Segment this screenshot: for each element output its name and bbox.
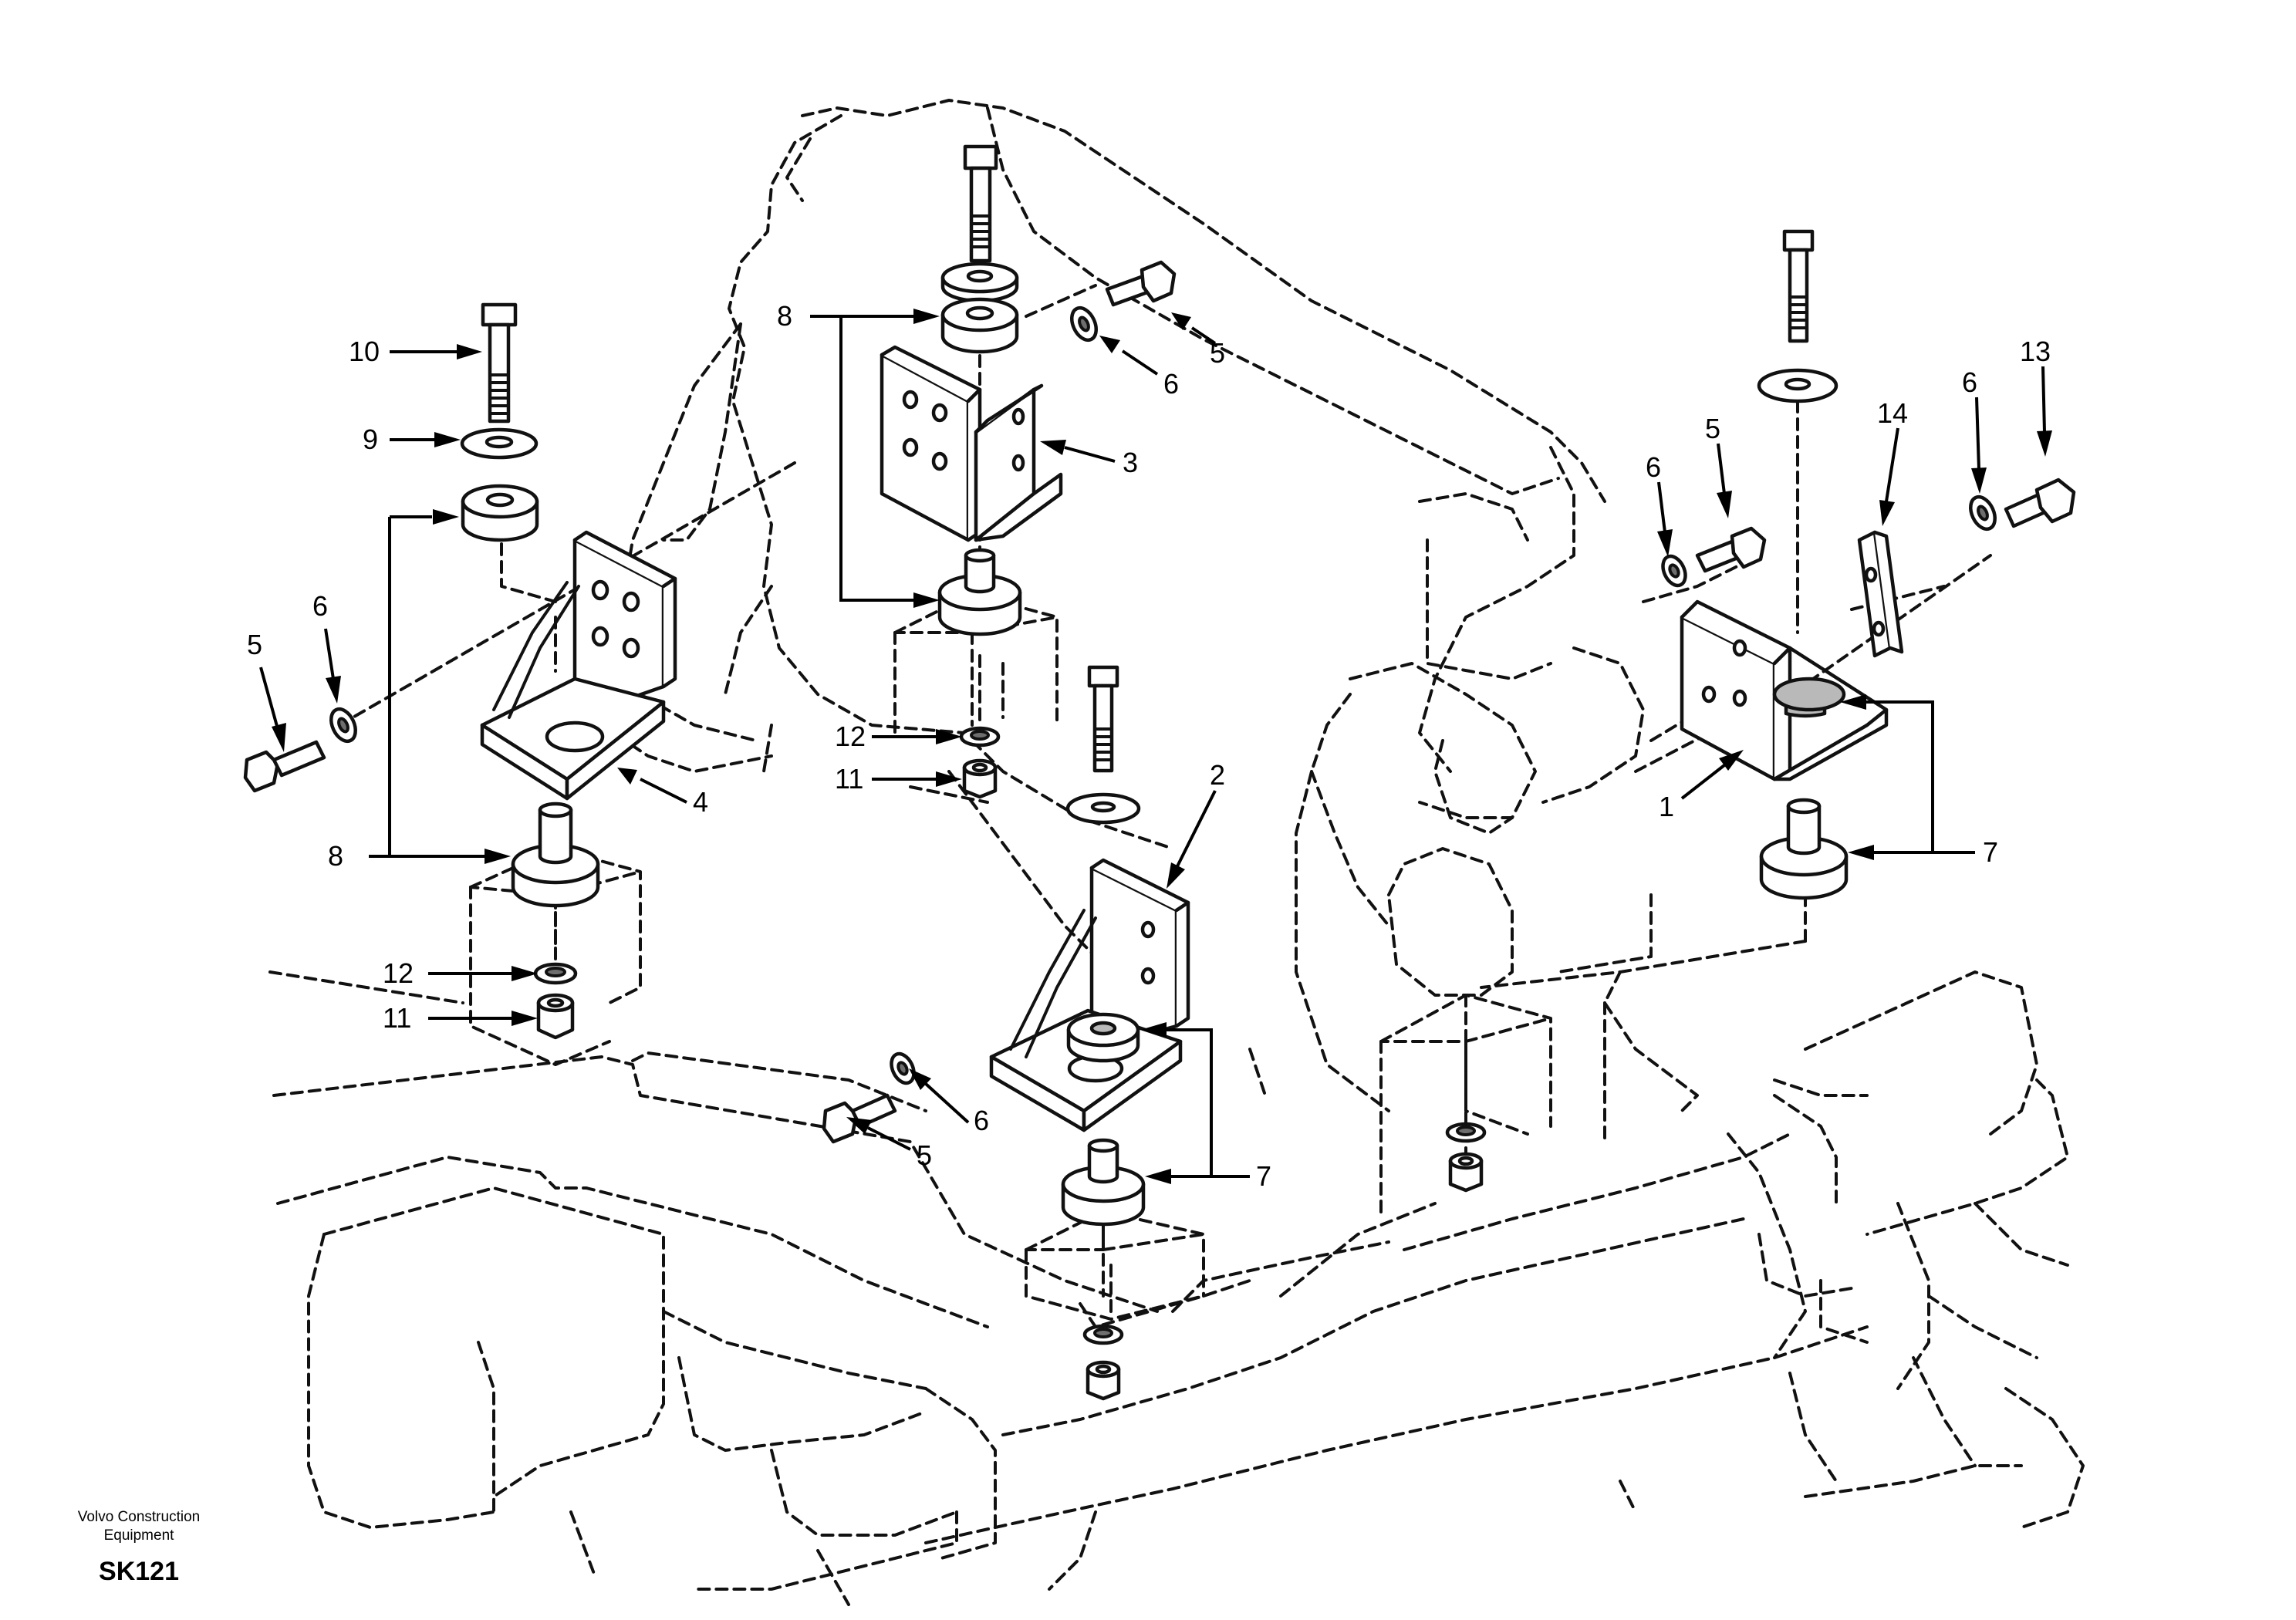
callout-10: 10 bbox=[349, 336, 380, 367]
plate-14 bbox=[1857, 530, 1904, 658]
nut-11-left bbox=[536, 993, 575, 1040]
callout-11-top: 11 bbox=[835, 763, 863, 795]
nut-11-top bbox=[962, 758, 998, 799]
rubber-mount-7-center-upper bbox=[1066, 1012, 1140, 1063]
nut-11-right bbox=[1448, 1152, 1484, 1193]
callout-3: 3 bbox=[1123, 447, 1138, 478]
callout-6-center: 6 bbox=[974, 1105, 989, 1136]
callout-8-top: 8 bbox=[777, 300, 792, 332]
engine-outline bbox=[616, 99, 1807, 1136]
leader-lines bbox=[259, 309, 2052, 1184]
washer-12-center bbox=[1082, 1324, 1124, 1345]
nut-11-center bbox=[1086, 1360, 1121, 1401]
callout-5-top: 5 bbox=[1210, 337, 1225, 369]
drawing-code: SK121 bbox=[99, 1557, 179, 1586]
left-mount-assembly bbox=[243, 302, 677, 1040]
right-mount-assembly bbox=[1445, 229, 2076, 1193]
bolt-5-left bbox=[243, 740, 326, 793]
rubber-mount-7-right-upper bbox=[1772, 677, 1846, 718]
bolt-5-right bbox=[1695, 526, 1767, 573]
washer-6-right-a bbox=[1661, 554, 1687, 588]
rubber-mount-7-right-lower bbox=[1759, 798, 1849, 900]
washer-center bbox=[1065, 792, 1141, 825]
bracket-2 bbox=[989, 858, 1190, 1132]
callout-2: 2 bbox=[1210, 759, 1225, 791]
callout-6-top: 6 bbox=[1163, 368, 1179, 400]
washer-6-center bbox=[890, 1051, 916, 1085]
washer-12-top bbox=[959, 726, 1001, 748]
washer-top bbox=[940, 262, 1019, 303]
bolt-5-top bbox=[1105, 260, 1177, 307]
chassis-frame-outline bbox=[272, 970, 2085, 1606]
washer-6-top bbox=[1070, 305, 1098, 343]
callout-6-right-b: 6 bbox=[1962, 366, 1977, 398]
center-mount-assembly bbox=[822, 665, 1190, 1401]
bolt-right bbox=[1782, 229, 1815, 343]
callout-11-left: 11 bbox=[383, 1002, 411, 1034]
callout-14: 14 bbox=[1877, 397, 1908, 429]
callout-labels: 10 9 5 6 4 8 12 11 8 5 6 3 12 11 2 7 5 6… bbox=[247, 300, 2051, 1192]
washer-12-left bbox=[533, 962, 578, 985]
callout-5-center: 5 bbox=[917, 1139, 932, 1171]
washer-right bbox=[1757, 368, 1838, 403]
callout-7-right: 7 bbox=[1983, 836, 1998, 868]
bolt-10 bbox=[481, 302, 518, 424]
washer-6-left bbox=[329, 707, 357, 744]
bolt-top bbox=[963, 144, 998, 263]
brand-line-1: Volvo Construction bbox=[78, 1509, 200, 1525]
callout-12-left: 12 bbox=[383, 957, 414, 989]
bolt-13 bbox=[2004, 478, 2076, 528]
callout-1: 1 bbox=[1659, 791, 1674, 822]
callout-8-left: 8 bbox=[328, 840, 343, 872]
top-mount-assembly bbox=[880, 144, 1177, 799]
rubber-mount-8-lower bbox=[511, 802, 600, 908]
callout-12-top: 12 bbox=[835, 721, 866, 752]
footer-brand: Volvo Construction Equipment SK121 bbox=[78, 1509, 200, 1586]
callout-5-right: 5 bbox=[1705, 413, 1720, 444]
washer-6-right-b bbox=[1969, 494, 1997, 532]
bolt-center bbox=[1087, 665, 1119, 773]
bracket-3 bbox=[880, 345, 1063, 542]
rubber-mount-8-top-upper bbox=[940, 297, 1019, 354]
rubber-mount-8-upper bbox=[461, 484, 539, 542]
washer-9 bbox=[460, 427, 539, 460]
callout-9: 9 bbox=[363, 424, 378, 455]
bracket-4 bbox=[480, 530, 677, 801]
callout-13: 13 bbox=[2020, 336, 2051, 367]
callout-4: 4 bbox=[693, 786, 708, 818]
callout-6-right-a: 6 bbox=[1646, 451, 1661, 483]
rubber-mount-8-top-lower bbox=[937, 548, 1022, 636]
bolt-5-center bbox=[822, 1093, 897, 1144]
assembly-guide-lines bbox=[268, 284, 1992, 1298]
rubber-mount-7-center-lower bbox=[1061, 1138, 1146, 1227]
callout-6-left: 6 bbox=[312, 590, 328, 622]
brand-line-2: Equipment bbox=[104, 1527, 175, 1544]
bracket-1 bbox=[1680, 599, 1889, 781]
callout-5-left: 5 bbox=[247, 629, 262, 660]
callout-7-center: 7 bbox=[1256, 1160, 1271, 1192]
washer-12-right bbox=[1445, 1122, 1487, 1143]
